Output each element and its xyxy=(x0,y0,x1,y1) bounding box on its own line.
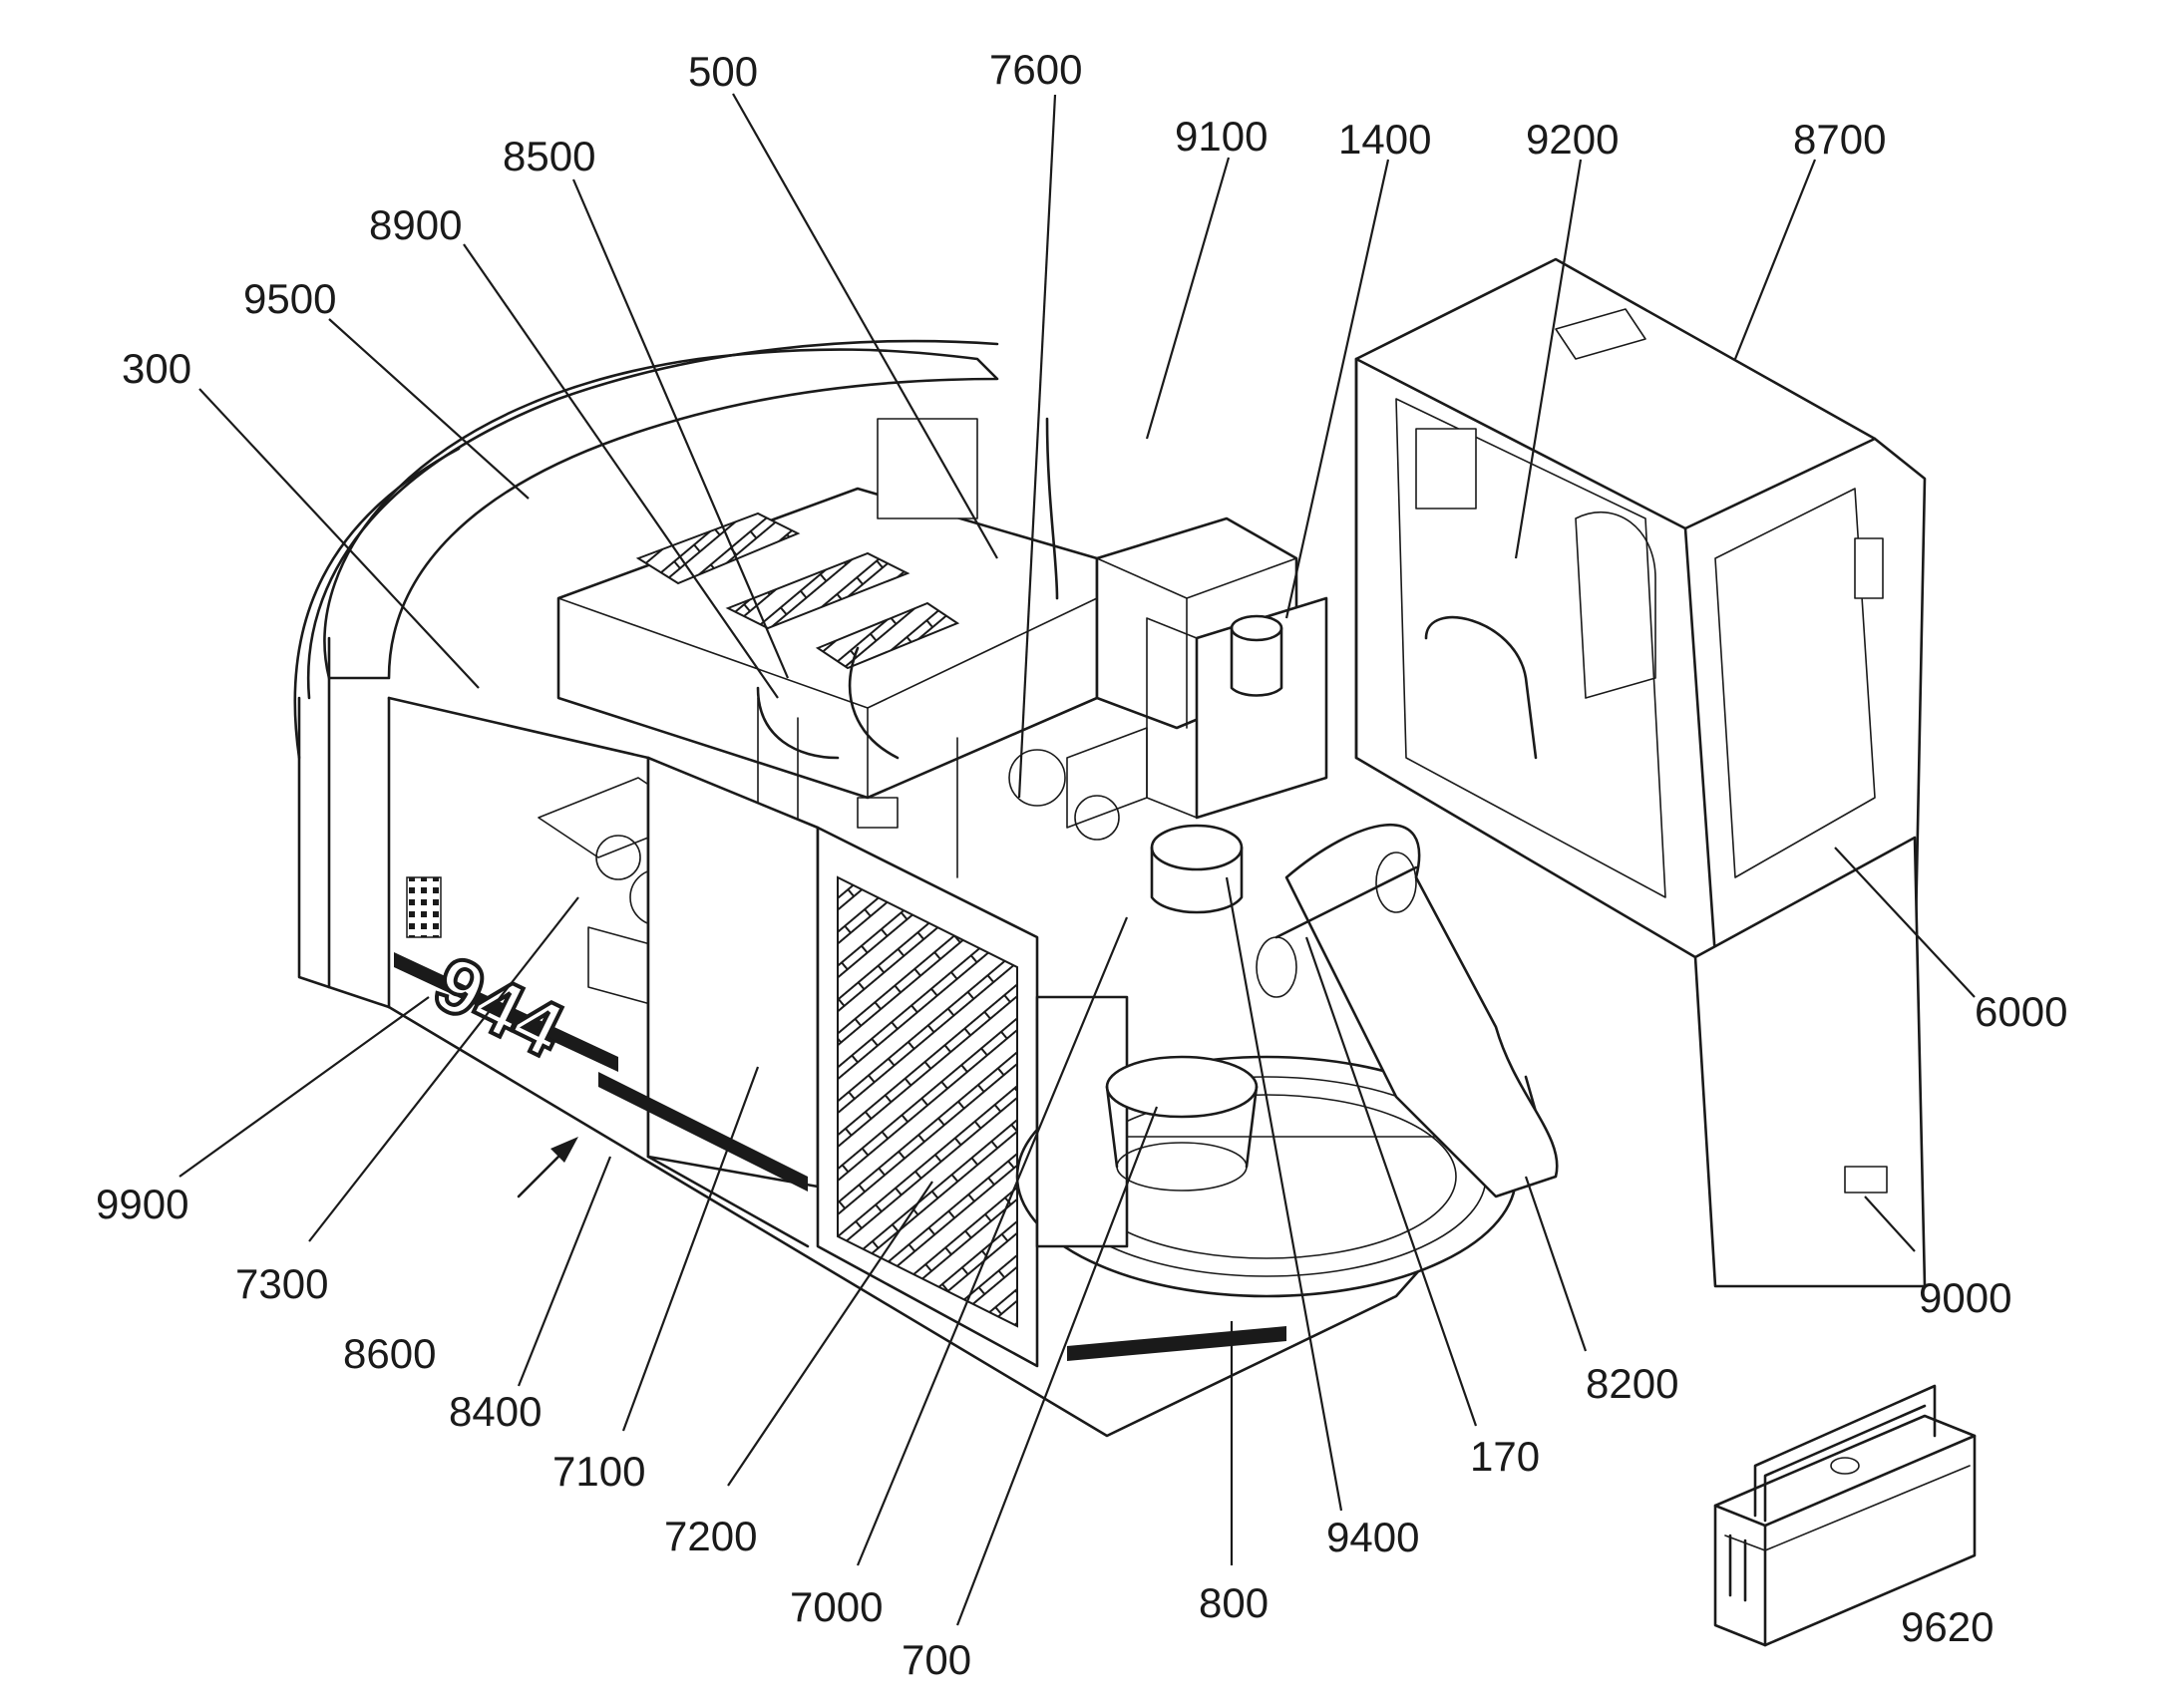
leader-8200 xyxy=(1524,1176,1588,1352)
callout-8400: 8400 xyxy=(449,1388,542,1435)
leader-1400 xyxy=(1284,159,1390,619)
callout-9100: 9100 xyxy=(1175,113,1268,160)
callout-8600: 8600 xyxy=(343,1330,436,1377)
leader-7000 xyxy=(856,916,1129,1566)
leader-9100 xyxy=(1145,157,1231,440)
callout-170: 170 xyxy=(1470,1433,1540,1480)
callout-8900: 8900 xyxy=(369,201,462,248)
callout-1400: 1400 xyxy=(1338,116,1431,163)
leader-6000 xyxy=(1834,847,1976,998)
callout-7300: 7300 xyxy=(235,1260,328,1307)
leader-700 xyxy=(955,1106,1159,1626)
callout-7100: 7100 xyxy=(552,1448,645,1495)
callout-7600: 7600 xyxy=(989,46,1082,93)
machine-illustration: 944 xyxy=(293,257,1977,1647)
callout-700: 700 xyxy=(902,1636,971,1683)
callout-labels: 500 7600 9100 1400 9200 8700 8500 8900 9… xyxy=(96,46,2067,1683)
leader-500 xyxy=(732,93,998,559)
callout-8700: 8700 xyxy=(1793,116,1886,163)
callout-9500: 9500 xyxy=(243,275,336,322)
callout-300: 300 xyxy=(122,345,191,392)
callout-8200: 8200 xyxy=(1586,1360,1678,1407)
callout-500: 500 xyxy=(688,48,758,95)
leader-7100 xyxy=(621,1066,760,1432)
leader-lines xyxy=(179,93,1976,1626)
leader-7300 xyxy=(308,896,579,1242)
callout-800: 800 xyxy=(1199,1579,1269,1626)
callout-7200: 7200 xyxy=(664,1513,757,1559)
callout-9200: 9200 xyxy=(1526,116,1619,163)
callout-6000: 6000 xyxy=(1975,988,2067,1035)
leader-9500 xyxy=(328,318,530,500)
callout-9400: 9400 xyxy=(1326,1514,1419,1560)
leader-7600 xyxy=(1017,94,1057,799)
callout-8500: 8500 xyxy=(503,133,595,179)
leader-300 xyxy=(198,388,480,689)
leader-9900 xyxy=(179,996,430,1178)
callout-9620: 9620 xyxy=(1901,1603,1994,1650)
callout-7000: 7000 xyxy=(790,1583,883,1630)
callout-9900: 9900 xyxy=(96,1181,188,1227)
leader-170 xyxy=(1304,936,1478,1427)
leader-8500 xyxy=(571,178,790,679)
leader-9200 xyxy=(1514,159,1583,559)
model-lettering: 944 xyxy=(422,938,577,1074)
leader-8900 xyxy=(463,243,779,699)
leader-9400 xyxy=(1225,876,1343,1512)
leader-7200 xyxy=(727,1181,933,1487)
callout-9000: 9000 xyxy=(1919,1274,2011,1321)
leader-8700 xyxy=(1733,159,1817,360)
leader-8400 xyxy=(517,1156,612,1387)
leader-9000 xyxy=(1864,1196,1916,1252)
